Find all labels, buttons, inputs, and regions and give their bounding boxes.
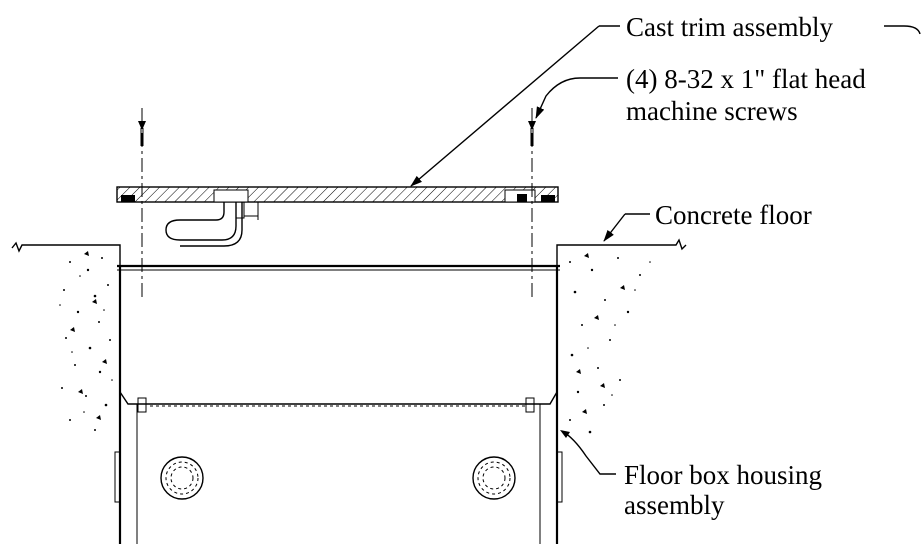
label-screws-line2: machine screws <box>626 96 798 126</box>
label-housing-line2: assembly <box>624 490 725 520</box>
screw-right <box>528 108 536 300</box>
knockout-right <box>472 456 516 500</box>
label-cast-trim-assembly: Cast trim assembly <box>626 12 833 42</box>
floor-box-housing <box>114 264 563 544</box>
concrete-floor <box>11 238 687 544</box>
cast-trim-assembly <box>116 186 559 203</box>
hinge-latch <box>165 201 259 247</box>
leader-floor <box>603 213 650 242</box>
concrete-stipple-right <box>569 253 651 434</box>
concrete-stipple-left <box>59 251 113 431</box>
knockout-left <box>160 456 204 500</box>
label-housing-line1: Floor box housing <box>624 460 822 490</box>
label-screws-line1: (4) 8-32 x 1" flat head <box>626 64 866 94</box>
leader-trim <box>410 25 921 187</box>
leader-screws <box>535 77 618 119</box>
leader-housing <box>560 430 616 475</box>
screw-left <box>138 108 146 300</box>
label-concrete-floor: Concrete floor <box>655 200 812 230</box>
